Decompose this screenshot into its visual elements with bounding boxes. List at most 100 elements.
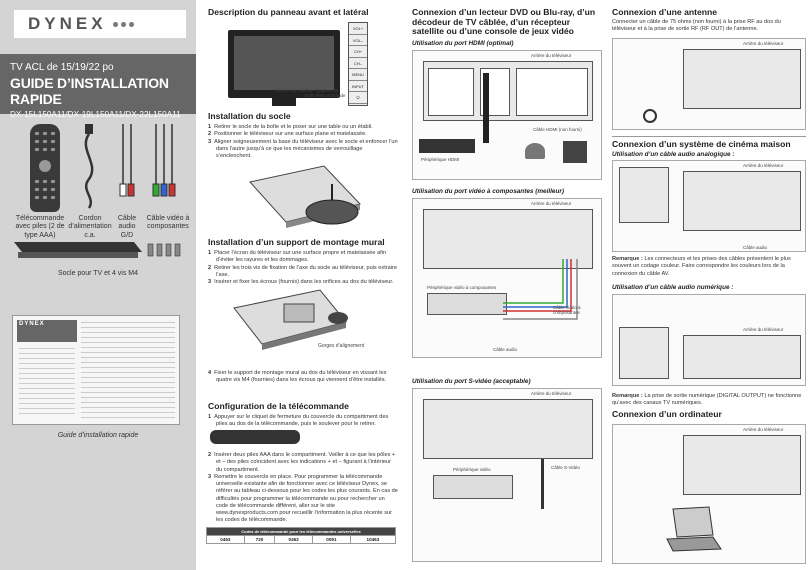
component-cable-label: Câble vidéo à composantes [553, 305, 581, 315]
stand-and-screws-image [14, 242, 181, 258]
component-cables-image [503, 259, 578, 320]
tv-side-button: MENU [349, 69, 367, 81]
component-subtitle: Utilisation du port vidéo à composantes … [412, 188, 564, 195]
dvd-title: Connexion d’un lecteur DVD ou Blu-ray, d… [412, 7, 596, 37]
tv-back-panel [683, 335, 801, 379]
column-connections: Connexion d’une antenne Connecter un câb… [608, 0, 806, 570]
tv-side-button: ⏻ [349, 92, 367, 104]
svideo-device-label: Périphérique vidéo [453, 467, 491, 472]
hdmi-subtitle: Utilisation du port HDMI (optimal) [412, 40, 514, 47]
tv-back-panel [423, 61, 593, 121]
remote-config-title: Configuration de la télécommande [208, 401, 349, 411]
tv-side-button: VOL+ [349, 23, 367, 35]
dvd-player-image [419, 139, 475, 153]
component-cable-image [152, 124, 176, 197]
laptop-image [666, 506, 722, 552]
component-device-image [427, 293, 507, 315]
tv-back-label: Arrière du téléviseur [743, 163, 784, 168]
hdmi-cable-label: Câble HDMI (non fourni) [533, 127, 582, 132]
tv-back-panel [423, 399, 593, 459]
audio-cable-label: Câble audio [493, 347, 518, 352]
analog-remark: Remarque : Les connecteurs et les prises… [612, 256, 791, 277]
tv-back-label: Arrière du téléviseur [743, 41, 784, 46]
satellite-dish-image [525, 143, 545, 159]
logo-dots-icon [112, 21, 134, 27]
code-cell: 0463 [206, 535, 245, 544]
column-setup: Description du panneau avant et latéral … [200, 0, 400, 570]
digital-audio-diagram: Arrière du téléviseur [612, 294, 806, 386]
tv-back-panel [423, 209, 593, 269]
power-cord-label: Cordon d’alimentation c.a. [68, 215, 112, 239]
tv-side-button: VOL– [349, 35, 367, 46]
stand-label: Socle pour TV et 4 vis M4 [57, 270, 139, 277]
hdmi-device-label: Périphérique HDMI [421, 157, 460, 162]
code-cell: 0091 [312, 535, 351, 544]
stand-install-illustration [249, 165, 361, 228]
remote-label: Télécommande avec piles (2 de type AAA) [15, 215, 65, 239]
game-console-image [563, 141, 587, 163]
code-cell: 720 [243, 535, 276, 544]
tv-back-label: Arrière du téléviseur [743, 427, 784, 432]
tv-front-image [228, 30, 340, 98]
component-device-label: Périphérique vidéo à composantes [427, 285, 497, 290]
component-diagram: Arrière du téléviseur Périphérique vidéo… [412, 198, 602, 358]
thumbnail-logo: DYNEX [19, 321, 45, 327]
guide-thumbnail: DYNEX [12, 315, 180, 425]
cover-panel: DYNEX TV ACL de 15/19/22 po GUIDE D’INST… [0, 0, 196, 570]
analog-audio-diagram: Arrière du téléviseur Câble audio [612, 160, 806, 252]
digital-subtitle: Utilisation d’un câble audio numérique : [612, 284, 734, 291]
home-theater-title: Connexion d’un système de cinéma maison [612, 139, 791, 149]
tv-back-panel [683, 49, 801, 109]
tv-back-label: Arrière du téléviseur [531, 53, 572, 58]
computer-title: Connexion d’un ordinateur [612, 409, 722, 419]
computer-diagram: Arrière du téléviseur [612, 424, 806, 564]
audio-cable-label: Câble audio G/D [117, 215, 137, 239]
power-cord-image [84, 124, 94, 209]
model-line: TV ACL de 15/19/22 po [10, 62, 114, 73]
power-indicator-callout: Témoin de marche-arrêt [274, 88, 314, 98]
panel-title: Description du panneau avant et latéral [208, 7, 369, 17]
thumbnail-caption: Guide d’installation rapide [57, 432, 139, 439]
code-cell: 10463 [349, 535, 397, 544]
receiver-image [619, 167, 669, 223]
code-cell: 0463 [274, 535, 314, 544]
tv-side-button: CH– [349, 58, 367, 69]
antenna-diagram: Arrière du téléviseur [612, 38, 806, 130]
wall-mount-title: Installation d’un support de montage mur… [208, 237, 385, 247]
remote-back-image [210, 430, 300, 444]
remote-codes-table: Codes de télécommande pour les télécomma… [206, 527, 397, 544]
analog-subtitle: Utilisation d’un câble audio analogique … [612, 151, 735, 158]
stand-install-title: Installation du socle [208, 111, 291, 121]
guide-title: GUIDE D’INSTALLATION RAPIDE [10, 75, 169, 107]
component-cable-label: Câble vidéo à composantes [146, 215, 190, 231]
hdmi-cable-image [483, 73, 489, 143]
svideo-cable-image [541, 459, 544, 509]
receiver-image [619, 327, 669, 379]
svideo-device-image [433, 475, 513, 499]
tv-back-label: Arrière du téléviseur [743, 327, 784, 332]
svideo-diagram: Arrière du téléviseur Câble S-Vidéo Péri… [412, 388, 602, 562]
audio-cable-label: Câble audio [743, 245, 768, 250]
svideo-cable-label: Câble S-Vidéo [551, 465, 580, 470]
antenna-title: Connexion d’une antenne [612, 7, 718, 17]
remote-sensor-callout: Capteur de télécommande [316, 88, 346, 98]
tv-side-button: INPUT [349, 81, 367, 92]
title-block: TV ACL de 15/19/22 po GUIDE D’INSTALLATI… [0, 54, 196, 119]
wall-mount-illustration [233, 289, 348, 350]
tv-side-button: CH+ [349, 46, 367, 58]
